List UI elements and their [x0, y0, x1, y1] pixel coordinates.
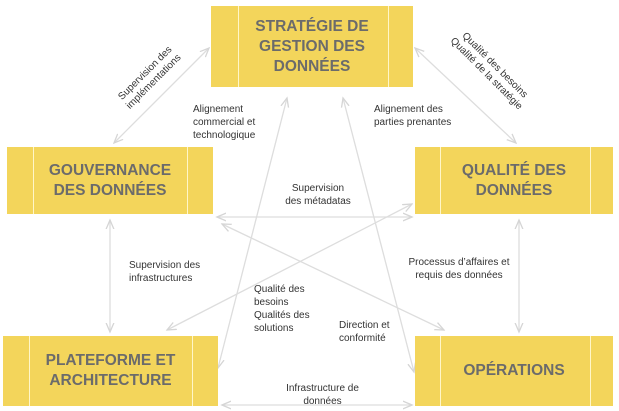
node-operations-label: OPÉRATIONS — [463, 362, 565, 379]
label-data-infra: Infrastructure de données — [286, 383, 359, 407]
node-operations: OPÉRATIONS — [415, 336, 613, 406]
node-quality: QUALITÉ DES DONNÉES — [415, 147, 613, 214]
label-align-stakeholders: Alignement des parties prenantes — [374, 104, 452, 128]
node-quality-label: QUALITÉ DES DONNÉES — [461, 161, 567, 199]
node-strategy-label: STRATÉGIE DE GESTION DES DONNÉES — [255, 17, 369, 75]
label-metadata: Supervision des métadatas — [285, 183, 351, 207]
label-direction: Direction et conformité — [339, 320, 390, 344]
edge-qual-plat — [167, 204, 412, 330]
edge-gov-strat — [114, 48, 209, 143]
label-needs-solutions: Qualité des besoins Qualités des solutio… — [254, 284, 310, 334]
label-align-business: Alignement commercial et technologique — [193, 104, 256, 141]
node-governance: GOUVERNANCE DES DONNÉES — [7, 147, 213, 214]
node-platform: PLATEFORME ET ARCHITECTURE — [3, 336, 218, 406]
node-strategy: STRATÉGIE DE GESTION DES DONNÉES — [211, 6, 413, 87]
node-platform-label: PLATEFORME ET ARCHITECTURE — [45, 352, 176, 389]
node-governance-label: GOUVERNANCE DES DONNÉES — [48, 161, 172, 199]
edge-strat-qual — [415, 48, 516, 143]
label-infra: Supervision des infrastructures — [129, 260, 201, 284]
label-process: Processus d’affaires et requis des donné… — [408, 257, 510, 281]
